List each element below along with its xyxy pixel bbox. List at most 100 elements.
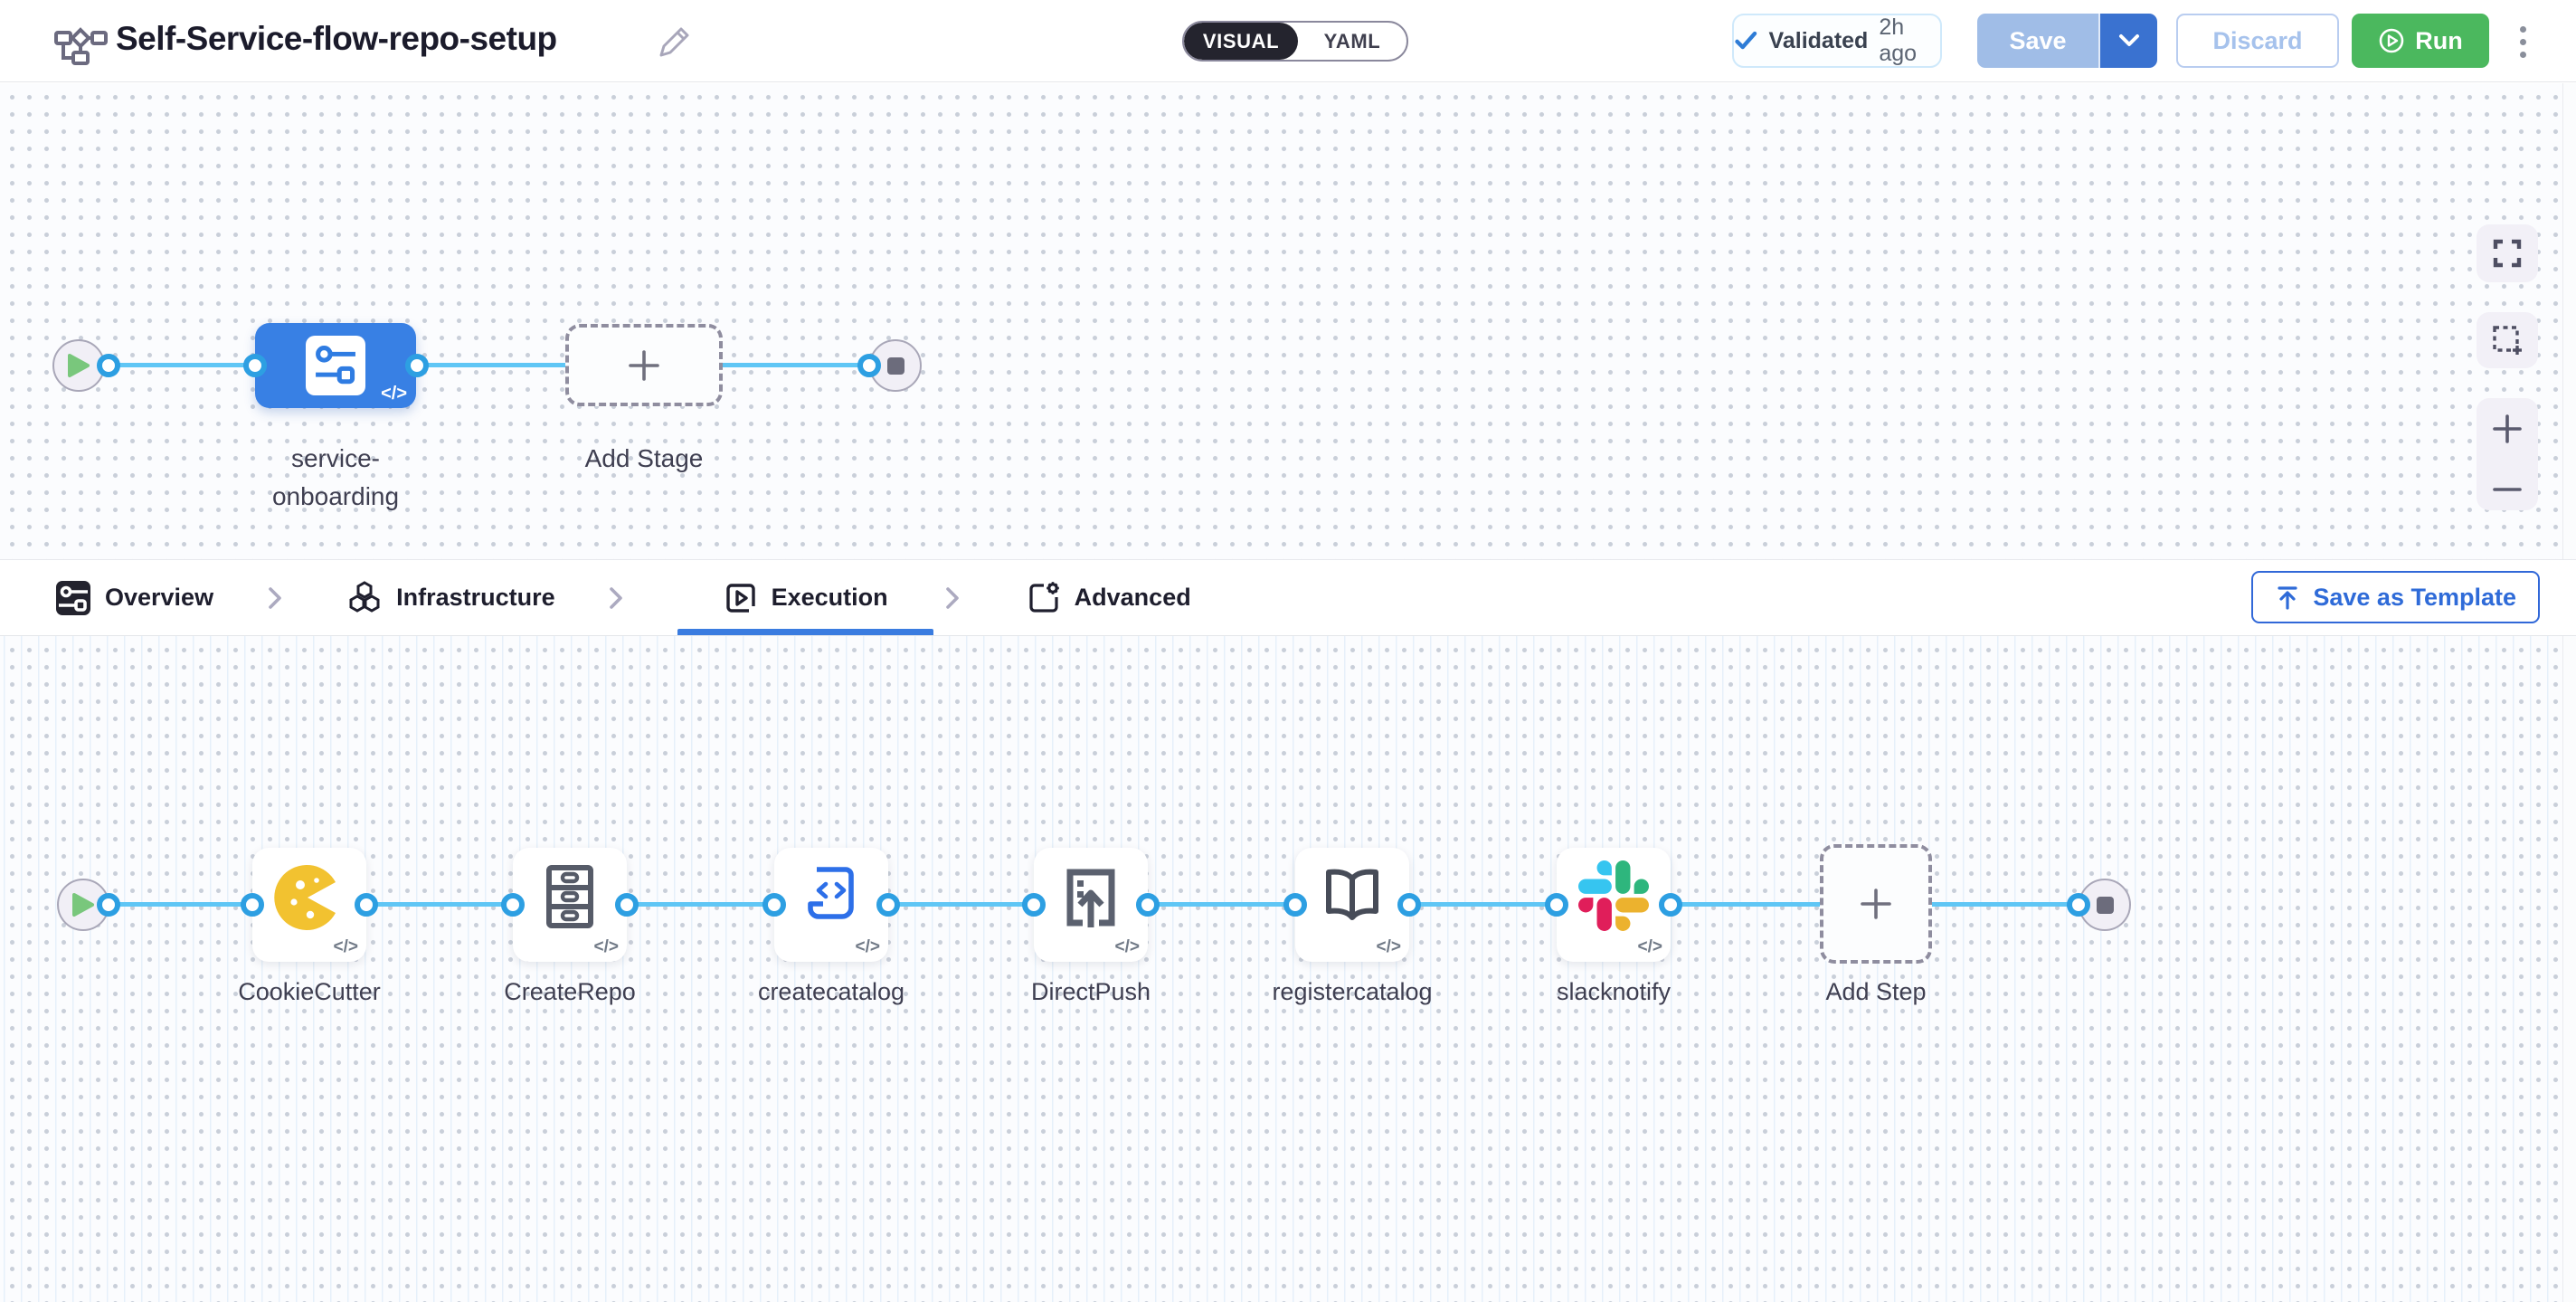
connector-port[interactable] — [405, 354, 429, 377]
stage-type-icon — [306, 336, 365, 395]
start-play-icon — [68, 354, 90, 377]
connector-port[interactable] — [615, 893, 639, 917]
chevron-right-icon — [942, 560, 963, 635]
advanced-icon — [1029, 581, 1059, 613]
stage-node-service-onboarding[interactable]: </> — [255, 323, 416, 408]
step-label: slacknotify — [1556, 978, 1672, 1005]
connector-port[interactable] — [97, 354, 120, 377]
plus-icon — [629, 349, 659, 381]
more-options-kebab-icon[interactable] — [2509, 19, 2536, 64]
step-label: CreateRepo — [504, 978, 636, 1005]
tab-overview[interactable]: Overview — [54, 560, 213, 635]
page-title: Self-Service-flow-repo-setup — [116, 20, 557, 57]
save-as-template-button[interactable]: Save as Template — [2251, 571, 2540, 623]
step-node-registercatalog[interactable]: </> — [1295, 848, 1409, 962]
connector-port[interactable] — [1659, 893, 1682, 917]
toggle-yaml[interactable]: YAML — [1323, 29, 1381, 52]
save-button[interactable]: Save — [1977, 14, 2098, 68]
check-icon — [1735, 31, 1757, 50]
connector-port[interactable] — [762, 893, 786, 917]
drawer-cabinet-icon — [546, 865, 593, 928]
visual-yaml-toggle: VISUAL YAML — [1182, 21, 1408, 62]
infrastructure-icon — [349, 580, 380, 613]
zoom-in-icon[interactable] — [2491, 413, 2524, 445]
marquee-select-icon — [2493, 326, 2522, 355]
run-button[interactable]: Run — [2352, 14, 2489, 68]
connector-port[interactable] — [97, 893, 120, 917]
step-node-directpush[interactable]: </> — [1034, 848, 1148, 962]
validated-time: 2h ago — [1879, 14, 1918, 66]
run-label: Run — [2415, 26, 2463, 54]
connector-port[interactable] — [1022, 893, 1046, 917]
code-badge: </> — [593, 937, 619, 956]
connector-port[interactable] — [1545, 893, 1568, 917]
step-label: registercatalog — [1272, 978, 1433, 1005]
pipeline-start-node[interactable] — [52, 339, 105, 392]
chevron-right-icon — [605, 560, 627, 635]
chevron-right-icon — [264, 560, 286, 635]
push-upload-icon — [1066, 869, 1115, 927]
edit-pencil-icon[interactable] — [657, 24, 693, 60]
connector-port[interactable] — [241, 893, 264, 917]
pipeline-flow-icon — [52, 20, 109, 65]
connector-port[interactable] — [355, 893, 378, 917]
tab-infrastructure[interactable]: Infrastructure — [346, 560, 555, 635]
validated-label: Validated — [1768, 27, 1869, 53]
header-bar: Self-Service-flow-repo-setup VISUAL YAML… — [0, 0, 2576, 82]
add-step-button[interactable] — [1820, 844, 1932, 964]
connector-port[interactable] — [857, 354, 881, 377]
add-stage-label: Add Stage — [584, 444, 704, 472]
connector-port[interactable] — [876, 893, 900, 917]
slack-icon — [1578, 860, 1649, 931]
open-book-icon — [1326, 869, 1378, 920]
add-step-label: Add Step — [1825, 978, 1927, 1005]
step-node-cookiecutter[interactable]: </> — [252, 848, 366, 962]
connector-port[interactable] — [243, 354, 267, 377]
code-badge: </> — [855, 937, 880, 956]
step-node-createrepo[interactable]: </> — [513, 848, 627, 962]
step-node-slacknotify[interactable]: </> — [1557, 848, 1671, 962]
chevron-down-icon — [2118, 34, 2139, 46]
scrollbar-track[interactable] — [2562, 83, 2576, 1302]
execution-icon — [725, 583, 755, 613]
connection-line — [80, 363, 895, 367]
stop-icon — [2096, 896, 2114, 914]
fullscreen-icon — [2493, 239, 2522, 268]
cookiecutter-icon — [274, 865, 336, 930]
connector-port[interactable] — [1283, 893, 1307, 917]
save-split-button: Save — [1977, 14, 2157, 68]
connector-port[interactable] — [1397, 893, 1421, 917]
step-label: createcatalog — [757, 978, 905, 1005]
toggle-visual[interactable]: VISUAL — [1184, 23, 1298, 60]
save-dropdown-button[interactable] — [2098, 14, 2157, 68]
code-badge: </> — [381, 384, 407, 404]
validated-badge[interactable]: Validated 2h ago — [1732, 14, 1942, 68]
stage-config-tabs: Overview Infrastructure Execution — [0, 559, 2576, 636]
code-badge: </> — [1114, 937, 1140, 956]
plus-icon — [1861, 889, 1891, 919]
stop-icon — [886, 356, 904, 375]
start-play-icon — [72, 893, 94, 917]
code-badge: </> — [333, 937, 358, 956]
zoom-out-icon[interactable] — [2491, 483, 2524, 496]
marquee-select-button[interactable] — [2477, 312, 2538, 368]
add-stage-button[interactable] — [565, 324, 723, 406]
code-badge: </> — [1637, 937, 1662, 956]
connector-port[interactable] — [1136, 893, 1160, 917]
step-label: CookieCutter — [238, 978, 381, 1005]
stage-canvas[interactable]: </> service- onboarding Add Stage — [0, 83, 2576, 559]
fullscreen-button[interactable] — [2477, 224, 2538, 282]
tab-advanced[interactable]: Advanced — [1026, 560, 1191, 635]
stage-label: service- onboarding — [271, 444, 400, 510]
connector-port[interactable] — [501, 893, 525, 917]
tab-execution[interactable]: Execution — [677, 560, 933, 635]
upload-template-icon — [2278, 586, 2297, 610]
execution-canvas[interactable]: </> </> </> — [0, 636, 2576, 1302]
step-label: DirectPush — [1030, 978, 1151, 1005]
overview-icon — [56, 580, 90, 615]
run-play-icon — [2379, 28, 2404, 53]
step-node-createcatalog[interactable]: </> — [774, 848, 888, 962]
connector-port[interactable] — [2067, 893, 2090, 917]
discard-button[interactable]: Discard — [2176, 14, 2339, 68]
